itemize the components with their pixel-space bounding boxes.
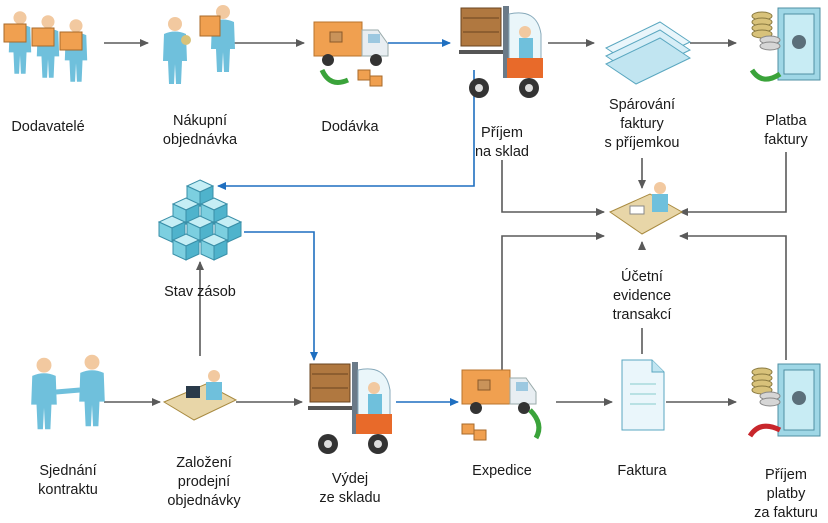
label-dodavatele: Dodavatelé [11, 119, 85, 135]
invoice-document-icon [621, 359, 665, 431]
label-nakupni-objednavka: Nákupní objednávka [162, 113, 238, 148]
arrow-dispatch-to-accounting [501, 232, 605, 382]
label-ucetni-evidence: Účetní evidence transakcí [612, 269, 672, 323]
label-sparovani: Spárování faktury s příjemkou [604, 97, 680, 151]
delivery-truck-icon [313, 21, 389, 87]
arrow-stock-to-issue [244, 231, 318, 361]
label-faktura: Faktura [617, 463, 667, 479]
handshake-icon [31, 354, 105, 430]
documents-stack-icon [604, 21, 692, 85]
operator-desk-icon [162, 370, 238, 421]
label-vydej-ze-skladu: Výdej ze skladu [319, 471, 381, 506]
label-zalozeni-objednavky: Založení prodejní objednávky [167, 455, 241, 509]
label-platba-faktury: Platba faktury [764, 113, 808, 148]
forklift-icon [458, 5, 544, 99]
shipping-truck-icon [461, 369, 542, 441]
safe-receive-icon [747, 363, 821, 438]
label-stav-zasob: Stav zásob [164, 284, 236, 300]
label-prijem-na-sklad: Příjem na sklad [474, 125, 529, 160]
label-sjednani-kontraktu: Sjednání kontraktu [38, 463, 98, 498]
inventory-boxes-icon [158, 179, 242, 261]
arrow-receipt-payment-to-accounting [679, 232, 787, 360]
suppliers-group-icon [3, 11, 88, 82]
arrow-receipt-to-stock [217, 70, 475, 190]
accountant-desk-icon [608, 182, 684, 235]
safe-payment-icon [749, 7, 821, 82]
label-dodavka: Dodávka [321, 119, 379, 135]
arrow-receipt-to-accounting [501, 160, 605, 216]
label-prijem-platby: Příjem platby za fakturu [754, 467, 818, 521]
arrow-payment-to-accounting [679, 152, 787, 216]
label-expedice: Expedice [472, 463, 532, 479]
buyer-person-icon [163, 5, 235, 84]
forklift-issue-icon [307, 361, 393, 455]
